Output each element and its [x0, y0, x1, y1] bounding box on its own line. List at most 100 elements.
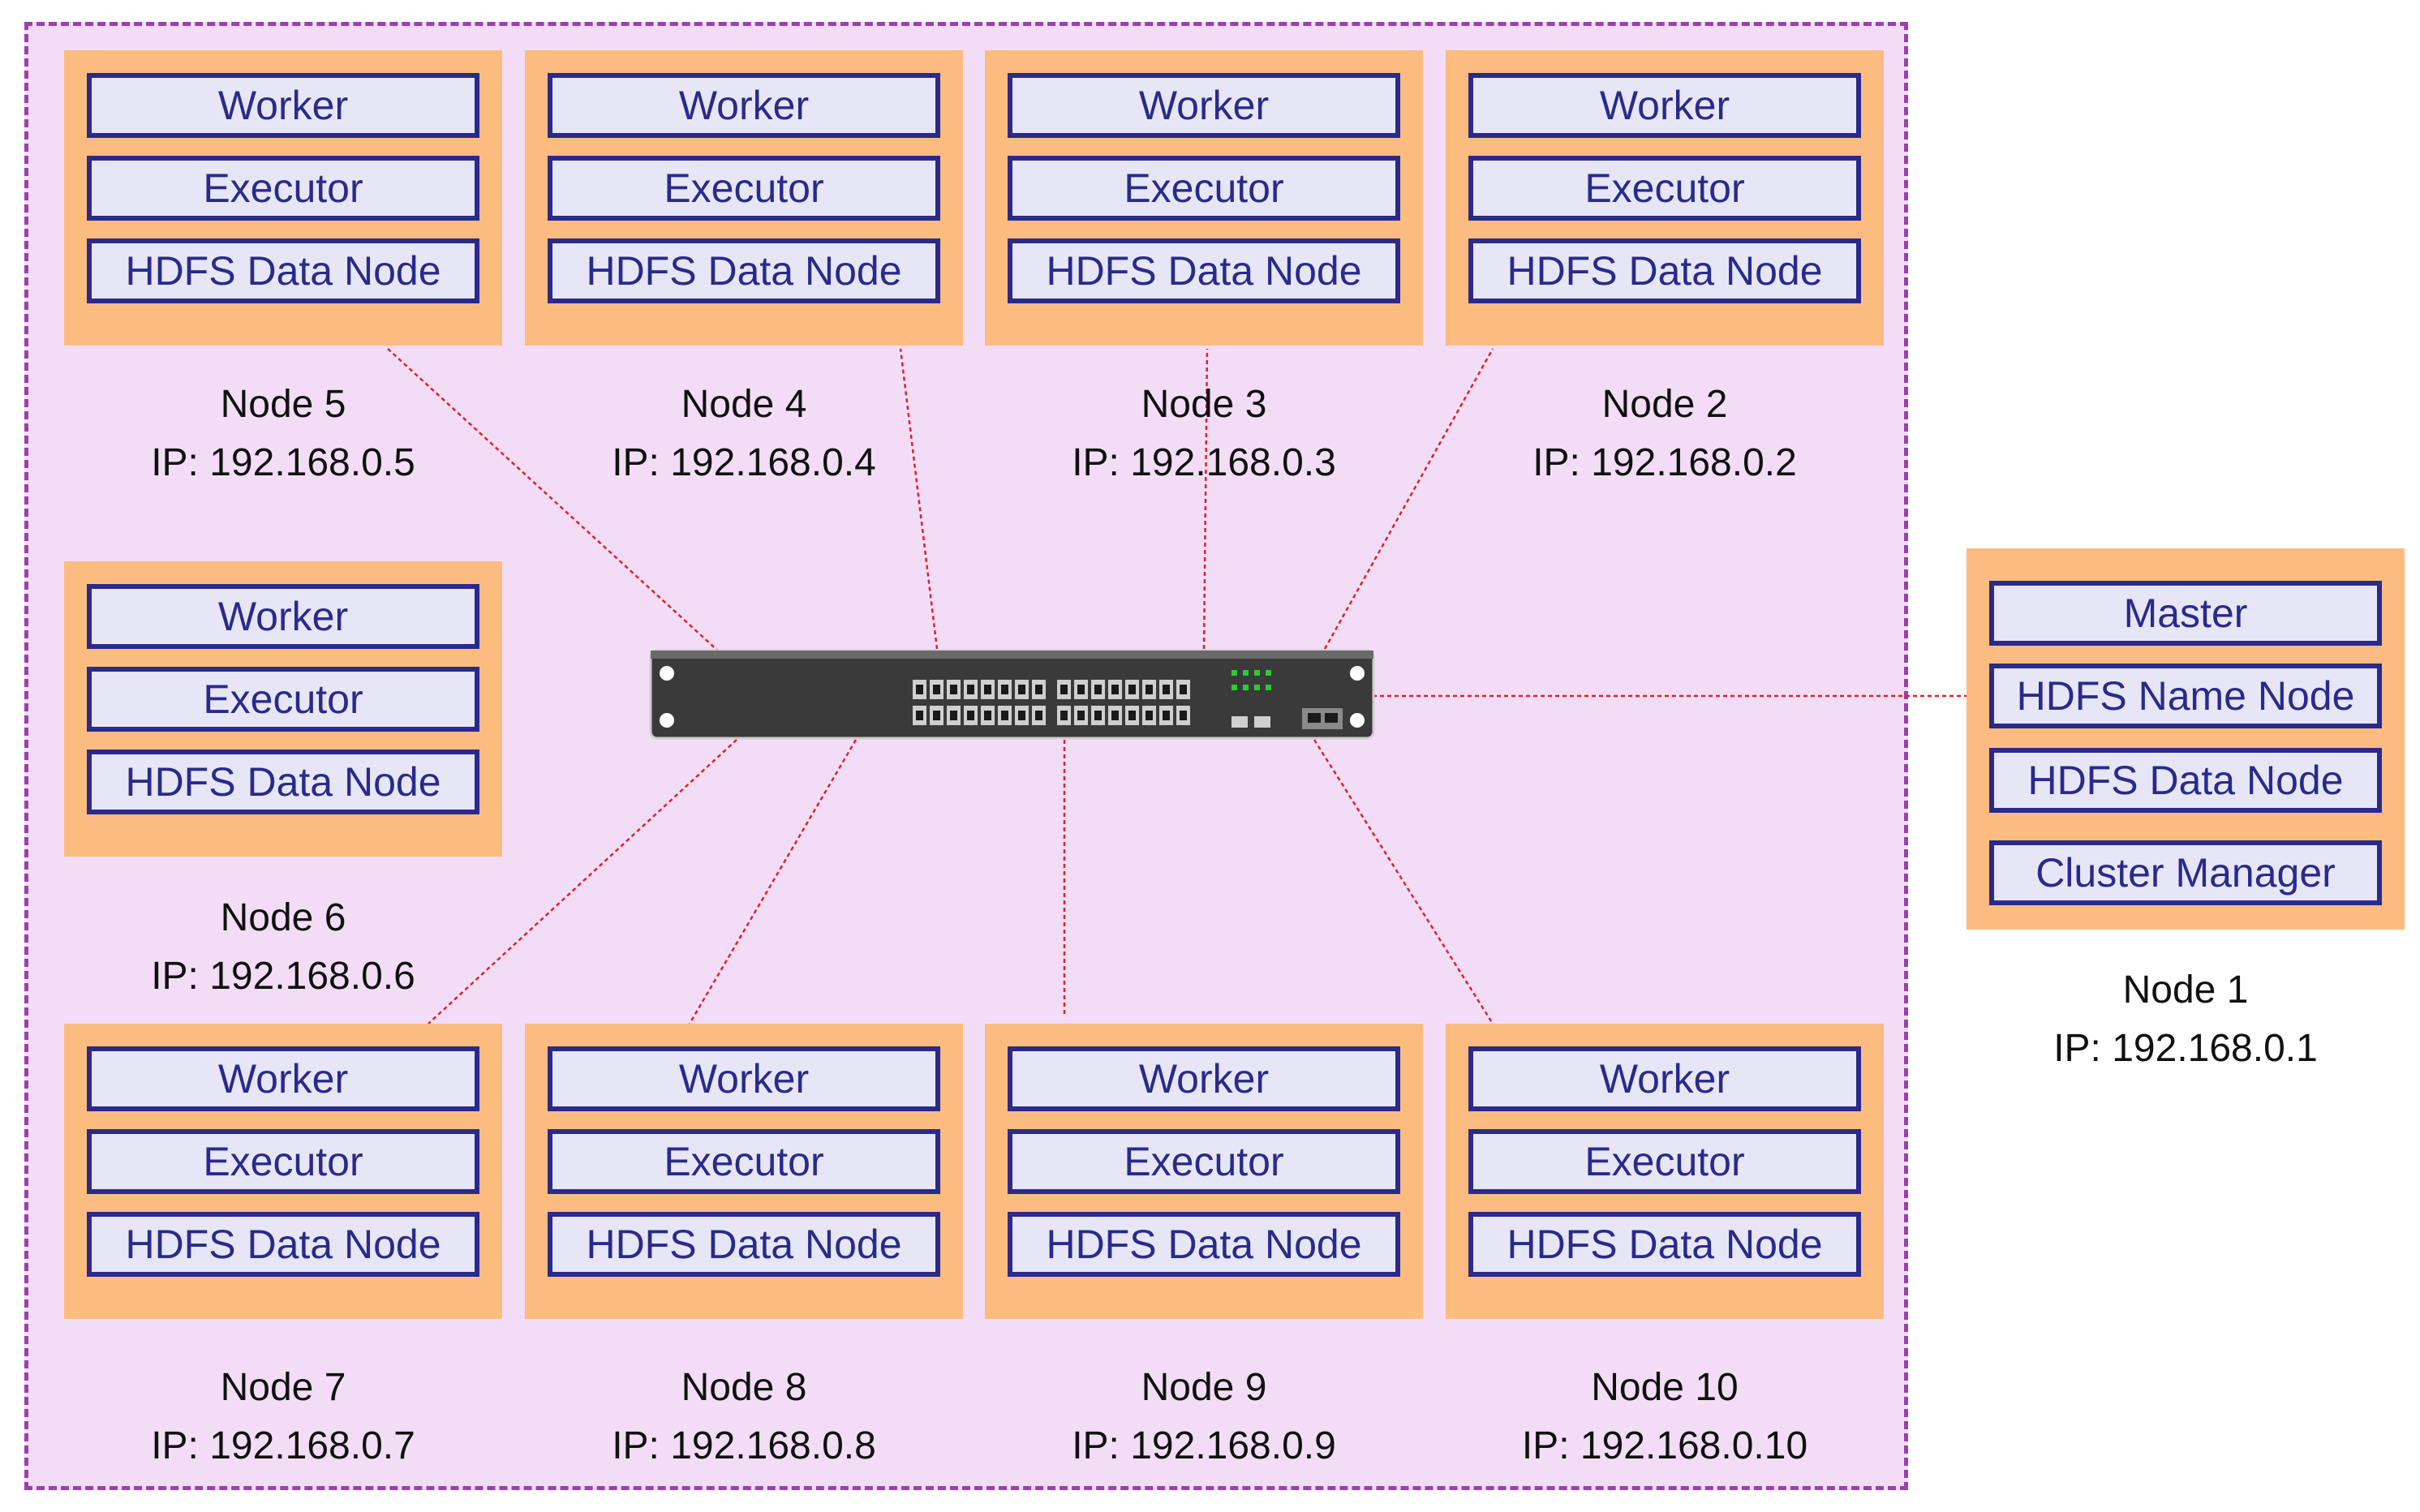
- service-hdfs-data-node: HDFS Data Node: [87, 1212, 479, 1277]
- node-caption-8: Node 8 IP: 192.168.0.8: [525, 1359, 963, 1475]
- service-worker: Worker: [548, 1046, 940, 1111]
- switch-port-hole: [916, 685, 923, 694]
- service-hdfs-data-node: HDFS Data Node: [87, 238, 479, 303]
- switch-port-hole: [1146, 685, 1153, 694]
- node-name: Node 1: [2122, 969, 2249, 1012]
- node-ip: IP: 192.168.0.1: [2053, 1027, 2318, 1070]
- node-ip: IP: 192.168.0.9: [1072, 1424, 1336, 1467]
- node-ip: IP: 192.168.0.4: [612, 441, 876, 484]
- switch-port-hole: [1060, 711, 1068, 720]
- service-worker: Worker: [1468, 73, 1861, 138]
- service-executor: Executor: [87, 156, 479, 221]
- node-name: Node 9: [1141, 1366, 1267, 1409]
- node-name: Node 5: [220, 383, 346, 426]
- service-hdfs-data-node: HDFS Data Node: [87, 750, 479, 814]
- switch-port-hole: [1180, 711, 1187, 720]
- node-ip: IP: 192.168.0.3: [1072, 441, 1336, 484]
- service-worker: Worker: [1468, 1046, 1861, 1111]
- node-caption-2: Node 2 IP: 192.168.0.2: [1446, 376, 1884, 492]
- network-switch-icon: [649, 649, 1375, 740]
- link-line: [899, 348, 939, 650]
- switch-led: [1266, 685, 1271, 690]
- link-line: [1202, 348, 1209, 650]
- service-worker: Worker: [1008, 1046, 1400, 1111]
- node-caption-3: Node 3 IP: 192.168.0.3: [985, 376, 1423, 492]
- node-name: Node 6: [220, 896, 346, 939]
- node-caption-1: Node 1 IP: 192.168.0.1: [1967, 961, 2405, 1078]
- service-cluster-manager: Cluster Manager: [1989, 840, 2382, 905]
- service-worker: Worker: [87, 1046, 479, 1111]
- service-executor: Executor: [548, 1129, 940, 1194]
- service-hdfs-data-node: HDFS Data Node: [1989, 748, 2382, 813]
- switch-led: [1266, 670, 1271, 676]
- switch-port-hole: [933, 711, 940, 720]
- service-hdfs-name-node: HDFS Name Node: [1989, 664, 2382, 728]
- node-ip: IP: 192.168.0.8: [612, 1424, 876, 1467]
- node-caption-6: Node 6 IP: 192.168.0.6: [64, 889, 502, 1006]
- switch-led: [1254, 685, 1260, 690]
- switch-port-hole: [1128, 711, 1136, 720]
- node-name: Node 4: [681, 383, 807, 426]
- service-executor: Executor: [87, 667, 479, 732]
- service-worker: Worker: [87, 584, 479, 649]
- service-executor: Executor: [1468, 1129, 1861, 1194]
- switch-port-hole: [984, 711, 991, 720]
- service-executor: Executor: [87, 1129, 479, 1194]
- switch-port-hole: [1018, 685, 1025, 694]
- service-hdfs-data-node: HDFS Data Node: [548, 238, 940, 303]
- node-caption-5: Node 5 IP: 192.168.0.5: [64, 376, 502, 492]
- service-hdfs-data-node: HDFS Data Node: [548, 1212, 940, 1277]
- switch-led: [1243, 685, 1249, 690]
- service-executor: Executor: [1008, 1129, 1400, 1194]
- switch-port-hole: [984, 685, 991, 694]
- node-caption-4: Node 4 IP: 192.168.0.4: [525, 376, 963, 492]
- switch-port-hole: [967, 685, 974, 694]
- switch-led: [1231, 685, 1237, 690]
- switch-port-hole: [1077, 711, 1085, 720]
- link-line: [1313, 739, 1494, 1024]
- node-name: Node 2: [1601, 383, 1728, 426]
- node-ip: IP: 192.168.0.7: [151, 1424, 415, 1467]
- switch-port-hole: [950, 711, 957, 720]
- switch-port-hole: [1163, 711, 1170, 720]
- node-name: Node 3: [1141, 383, 1267, 426]
- service-hdfs-data-node: HDFS Data Node: [1468, 1212, 1861, 1277]
- node-ip: IP: 192.168.0.2: [1532, 441, 1797, 484]
- node-ip: IP: 192.168.0.5: [151, 441, 415, 484]
- switch-led: [1254, 670, 1260, 676]
- link-line: [688, 739, 858, 1024]
- node-ip: IP: 192.168.0.6: [151, 955, 415, 998]
- service-worker: Worker: [548, 73, 940, 138]
- switch-port-hole: [1094, 685, 1102, 694]
- switch-port-hole: [1018, 711, 1025, 720]
- switch-led: [1231, 670, 1237, 676]
- switch-port-hole: [1111, 711, 1119, 720]
- node-name: Node 8: [681, 1366, 807, 1409]
- service-worker: Worker: [1008, 73, 1400, 138]
- switch-port-hole: [1035, 685, 1042, 694]
- service-hdfs-data-node: HDFS Data Node: [1008, 1212, 1400, 1277]
- service-master: Master: [1989, 581, 2382, 646]
- switch-port-hole: [1035, 711, 1042, 720]
- service-executor: Executor: [1008, 156, 1400, 221]
- switch-port-hole: [967, 711, 974, 720]
- node-ip: IP: 192.168.0.10: [1521, 1424, 1808, 1467]
- switch-port-hole: [1180, 685, 1187, 694]
- link-line: [1323, 348, 1494, 650]
- switch-port-hole: [950, 685, 957, 694]
- switch-port-hole: [933, 685, 940, 694]
- switch-port-hole: [1060, 685, 1068, 694]
- switch-port-hole: [1128, 685, 1136, 694]
- switch-port-hole: [1077, 685, 1085, 694]
